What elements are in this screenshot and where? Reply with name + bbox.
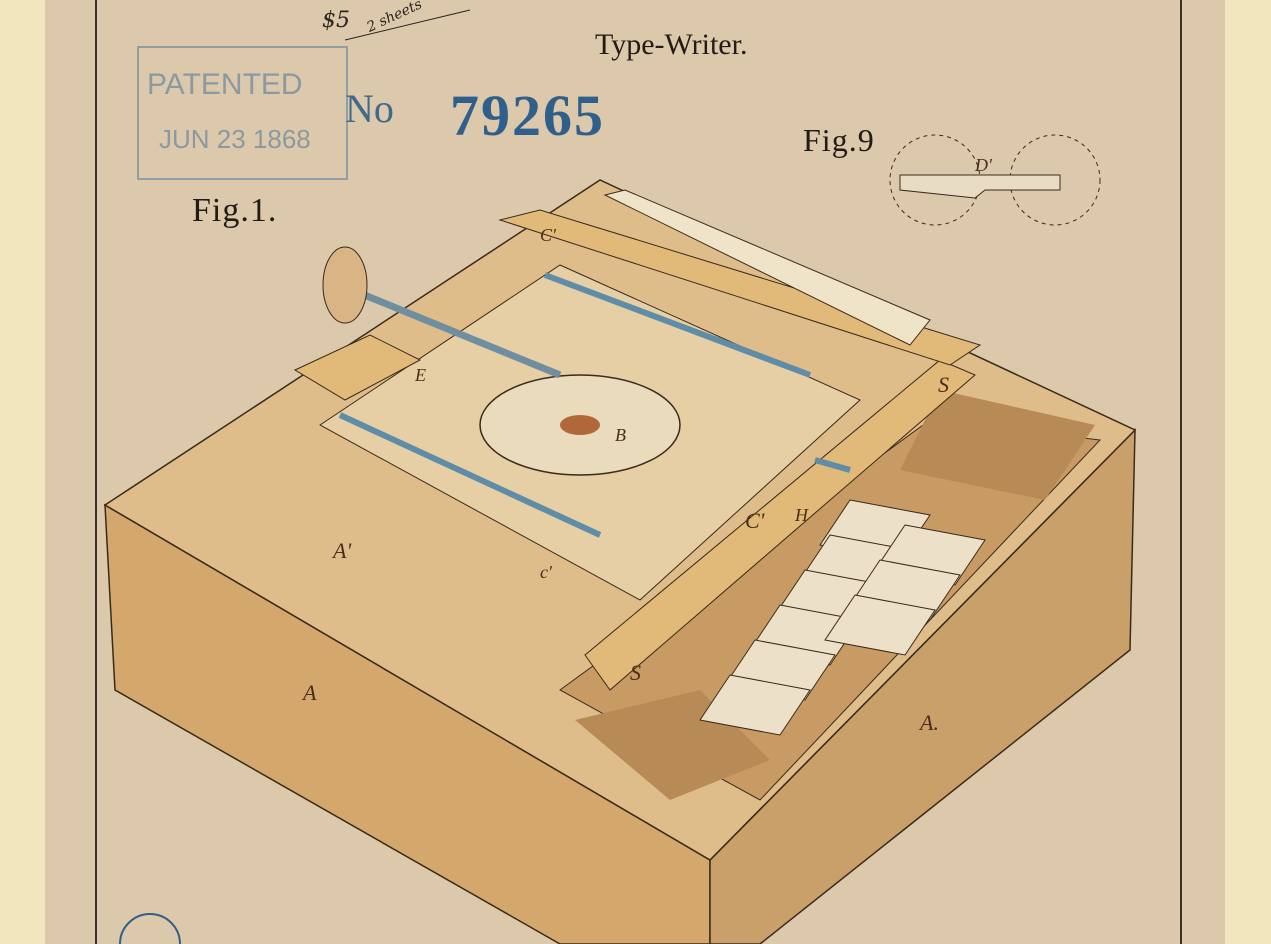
front-rail: [584, 359, 976, 691]
handwritten-underline: [344, 9, 471, 41]
fig9-label: Fig.9: [803, 122, 875, 158]
label-h: H: [795, 505, 808, 525]
drawing-title: Type-Writer.: [595, 28, 748, 61]
fig9-detail: [889, 134, 1101, 226]
patent-number: 79265: [450, 83, 605, 148]
pulley: [322, 246, 368, 324]
border-line-left: [95, 0, 97, 944]
label-a-right: A.: [920, 710, 939, 735]
keys: [699, 499, 986, 736]
left-block: [293, 334, 422, 401]
fig1-label: Fig.1.: [192, 192, 278, 229]
label-s-right: S: [938, 372, 949, 397]
label-s-front: S: [630, 660, 641, 685]
rack: [603, 189, 931, 346]
shaft: [338, 281, 562, 379]
stamp-line1: PATENTED: [147, 68, 303, 101]
patent-number-prefix: No: [345, 86, 394, 131]
label-d-prime: D': [975, 155, 992, 175]
corner-mark: [119, 913, 181, 944]
dark-panel-right: [900, 390, 1095, 500]
label-c-prime: C': [745, 508, 765, 533]
back-rail: [498, 209, 982, 366]
label-a-left: A: [303, 680, 317, 705]
label-b: B: [615, 425, 626, 445]
handwritten-fee: $5: [322, 8, 350, 33]
patented-stamp: PATENTED JUN 23 1868: [137, 46, 348, 180]
border-line-right: [1180, 0, 1182, 944]
label-e: E: [415, 365, 426, 385]
stamp-date: JUN 23 1868: [159, 124, 311, 154]
label-c-lower: c': [540, 562, 552, 582]
label-a-prime: A': [333, 538, 352, 563]
label-c-top: C': [540, 225, 556, 245]
steel-arms: [338, 272, 851, 538]
